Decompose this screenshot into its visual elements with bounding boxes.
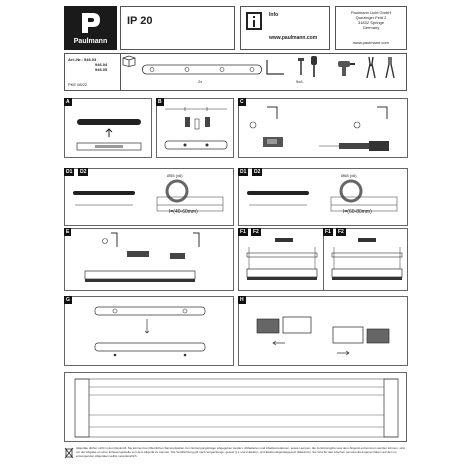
step-label-b: B	[156, 98, 164, 106]
step-label-e: E	[64, 228, 72, 236]
package-icon	[122, 55, 136, 67]
logo-box: Paulmann	[64, 6, 117, 50]
info-box: Info www.paulmann.com	[240, 6, 330, 50]
screwdriver-icon	[310, 56, 318, 78]
step-label-g: G	[64, 296, 72, 304]
shelf-frame-illustration	[64, 372, 407, 442]
screw-icon	[297, 58, 305, 76]
diameter-large: Ø68 (x6)	[341, 173, 357, 178]
address-line-2: Quezinger Feld 2	[355, 15, 387, 20]
brand-name: Paulmann	[73, 38, 108, 45]
pliers-icon	[365, 56, 377, 79]
range-large: I=(60-80mm)	[343, 209, 372, 215]
divider-vertical	[120, 53, 121, 91]
address-line-3: 31832 Springe	[357, 20, 385, 25]
address-website: www.paulmann.com	[353, 40, 389, 45]
weee-bin-icon	[64, 447, 74, 459]
address-line-4: Germany	[362, 25, 380, 30]
step-d-small-illustration	[73, 179, 224, 212]
step-label-a: A	[64, 98, 72, 106]
step-e-illustration	[84, 232, 200, 282]
step-label-d2-right: D2	[252, 168, 263, 176]
paulmann-logo-icon	[79, 11, 103, 35]
step-label-f1-right: F1	[323, 228, 333, 236]
article-label: Art.-Nr.: 946.03	[68, 57, 97, 62]
step-panel-c: C	[238, 98, 408, 158]
step-d-large-illustration	[247, 179, 398, 212]
step-panel-d-large: D1 D2 Ø68 (x6) I=(60-80mm)	[238, 168, 408, 226]
step-a-illustration	[76, 119, 142, 151]
step-b-illustration	[164, 107, 228, 150]
website: www.paulmann.com	[269, 35, 318, 41]
rail-qty: 2x	[198, 79, 203, 84]
info-label: Info	[269, 12, 279, 18]
step-label-c: C	[238, 98, 246, 106]
address-line-1: Paulmann Licht GmbH	[350, 10, 392, 15]
info-icon	[246, 12, 262, 30]
step-label-f1-left: F1	[238, 228, 248, 236]
date-code: PKE 08/22	[68, 82, 88, 87]
disposal-text: Altgeräte dürfen nicht in den Restmüll. …	[76, 446, 405, 458]
step-f-left-illustration	[246, 238, 318, 280]
step-h-illustration	[256, 316, 390, 356]
step-panel-g: G	[64, 296, 234, 366]
step-label-f2-left: F2	[251, 228, 261, 236]
step-panel-b: B	[156, 98, 234, 158]
allen-key-icon	[264, 58, 288, 78]
step-label-d2-left: D2	[78, 168, 89, 176]
step-panel-d-small: D1 D2 Ø55 (x6) I=(40-60mm)	[64, 168, 234, 226]
rail-part	[142, 64, 262, 76]
step-label-f2-right: F2	[336, 228, 346, 236]
ip-rating-box: IP 20	[120, 6, 235, 50]
step-panel-f-left: F1 F2	[238, 228, 324, 291]
step-label-d1-right: D1	[238, 168, 249, 176]
address-box: Paulmann Licht GmbH Quezinger Feld 2 318…	[335, 6, 407, 50]
tools-qty: 9x/L	[296, 79, 304, 84]
diameter-small: Ø55 (x6)	[167, 173, 183, 178]
range-small: I=(40-60mm)	[169, 209, 198, 215]
step-f-right-illustration	[331, 238, 403, 280]
step-label-d1-left: D1	[64, 168, 75, 176]
parts-box: Art.-Nr.: 946.03 946.04 946.05 PKE 08/22	[64, 53, 407, 91]
step-label-h: H	[238, 296, 246, 304]
step-panel-h: H	[238, 296, 408, 366]
drill-icon	[336, 58, 356, 78]
step-panel-f-right: F1 F2	[323, 228, 408, 291]
article-number-3: 946.05	[95, 67, 108, 72]
article-number-2: 946.04	[95, 62, 108, 67]
step-c-illustration	[249, 106, 389, 151]
cutter-icon	[384, 56, 396, 79]
step-g-illustration	[94, 306, 206, 357]
step-panel-e: E	[64, 228, 234, 291]
ip-rating: IP 20	[127, 15, 153, 27]
step-panel-a: A	[64, 98, 152, 158]
